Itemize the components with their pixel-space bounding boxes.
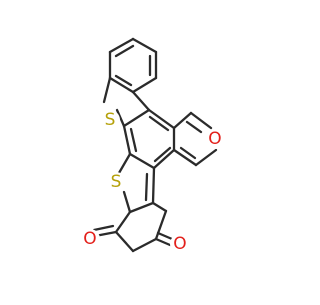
atom-symbol: O (208, 129, 221, 149)
bond (114, 210, 132, 234)
bond-double (154, 237, 172, 247)
bond (128, 201, 155, 214)
atom-symbol: O (173, 234, 186, 254)
bond (122, 190, 132, 214)
bond (122, 124, 132, 156)
bond (108, 37, 135, 54)
bond (172, 148, 198, 167)
bond (151, 166, 156, 205)
bond-double (114, 74, 133, 87)
molecule-diagram: S S O O O (80, 37, 225, 254)
bond (122, 108, 151, 128)
bond-double (144, 172, 149, 202)
bond (154, 209, 168, 241)
atom-oxygen-ketone-left: O (80, 229, 100, 249)
bond-double (153, 146, 172, 163)
atom-symbol: S (105, 110, 116, 130)
bond (131, 37, 158, 54)
atom-symbol: S (111, 172, 122, 192)
atom-sulfur-upper: S (100, 110, 120, 130)
bond (172, 111, 193, 130)
bond-double (185, 120, 203, 134)
bond (108, 76, 135, 94)
bond-double (156, 231, 174, 241)
bond (128, 152, 156, 170)
bond (102, 76, 112, 104)
atom-symbol: O (83, 229, 96, 249)
bond (117, 152, 132, 175)
bond-double (129, 127, 138, 153)
bond (151, 201, 168, 213)
bond (194, 148, 218, 167)
bond-double (92, 224, 115, 232)
bond-double (114, 44, 135, 58)
bond-double (148, 115, 170, 132)
bond (131, 76, 158, 94)
bond (189, 111, 213, 130)
bond (131, 90, 151, 112)
atom-oxygen-ketone-right: O (170, 234, 190, 254)
bond (147, 108, 176, 130)
bond (131, 237, 158, 253)
atom-sulfur-lower: S (106, 172, 126, 192)
bond (114, 230, 135, 253)
molecule-structure: S S O O O (80, 37, 225, 254)
bond (115, 108, 126, 128)
atom-oxygen-furan: O (205, 129, 225, 149)
bond-layer (92, 37, 218, 253)
bond-double (179, 146, 197, 160)
bond (152, 148, 176, 170)
atom-layer: S S O O O (80, 110, 225, 254)
